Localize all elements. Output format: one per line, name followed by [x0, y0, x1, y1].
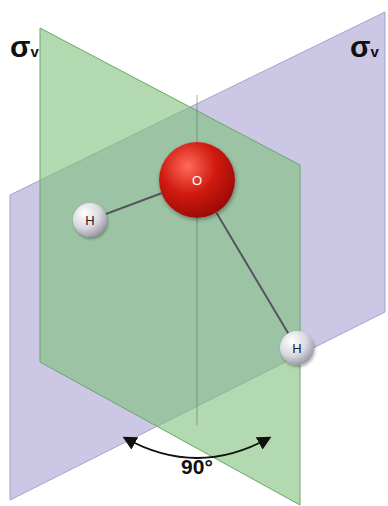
atom-symbol: H — [85, 213, 94, 228]
bond-line — [106, 193, 161, 214]
atom-symbol: H — [292, 341, 301, 356]
bond-line — [216, 213, 288, 334]
hydrogen-atom: H — [280, 331, 314, 365]
mirror-plane — [40, 28, 300, 505]
angle-label: 90° — [181, 455, 213, 479]
oxygen-atom: O — [159, 142, 235, 218]
plane-label: σv — [350, 30, 379, 64]
hydrogen-atom: H — [73, 203, 107, 237]
atom-symbol: O — [192, 173, 202, 188]
plane-label: σv — [10, 30, 39, 64]
